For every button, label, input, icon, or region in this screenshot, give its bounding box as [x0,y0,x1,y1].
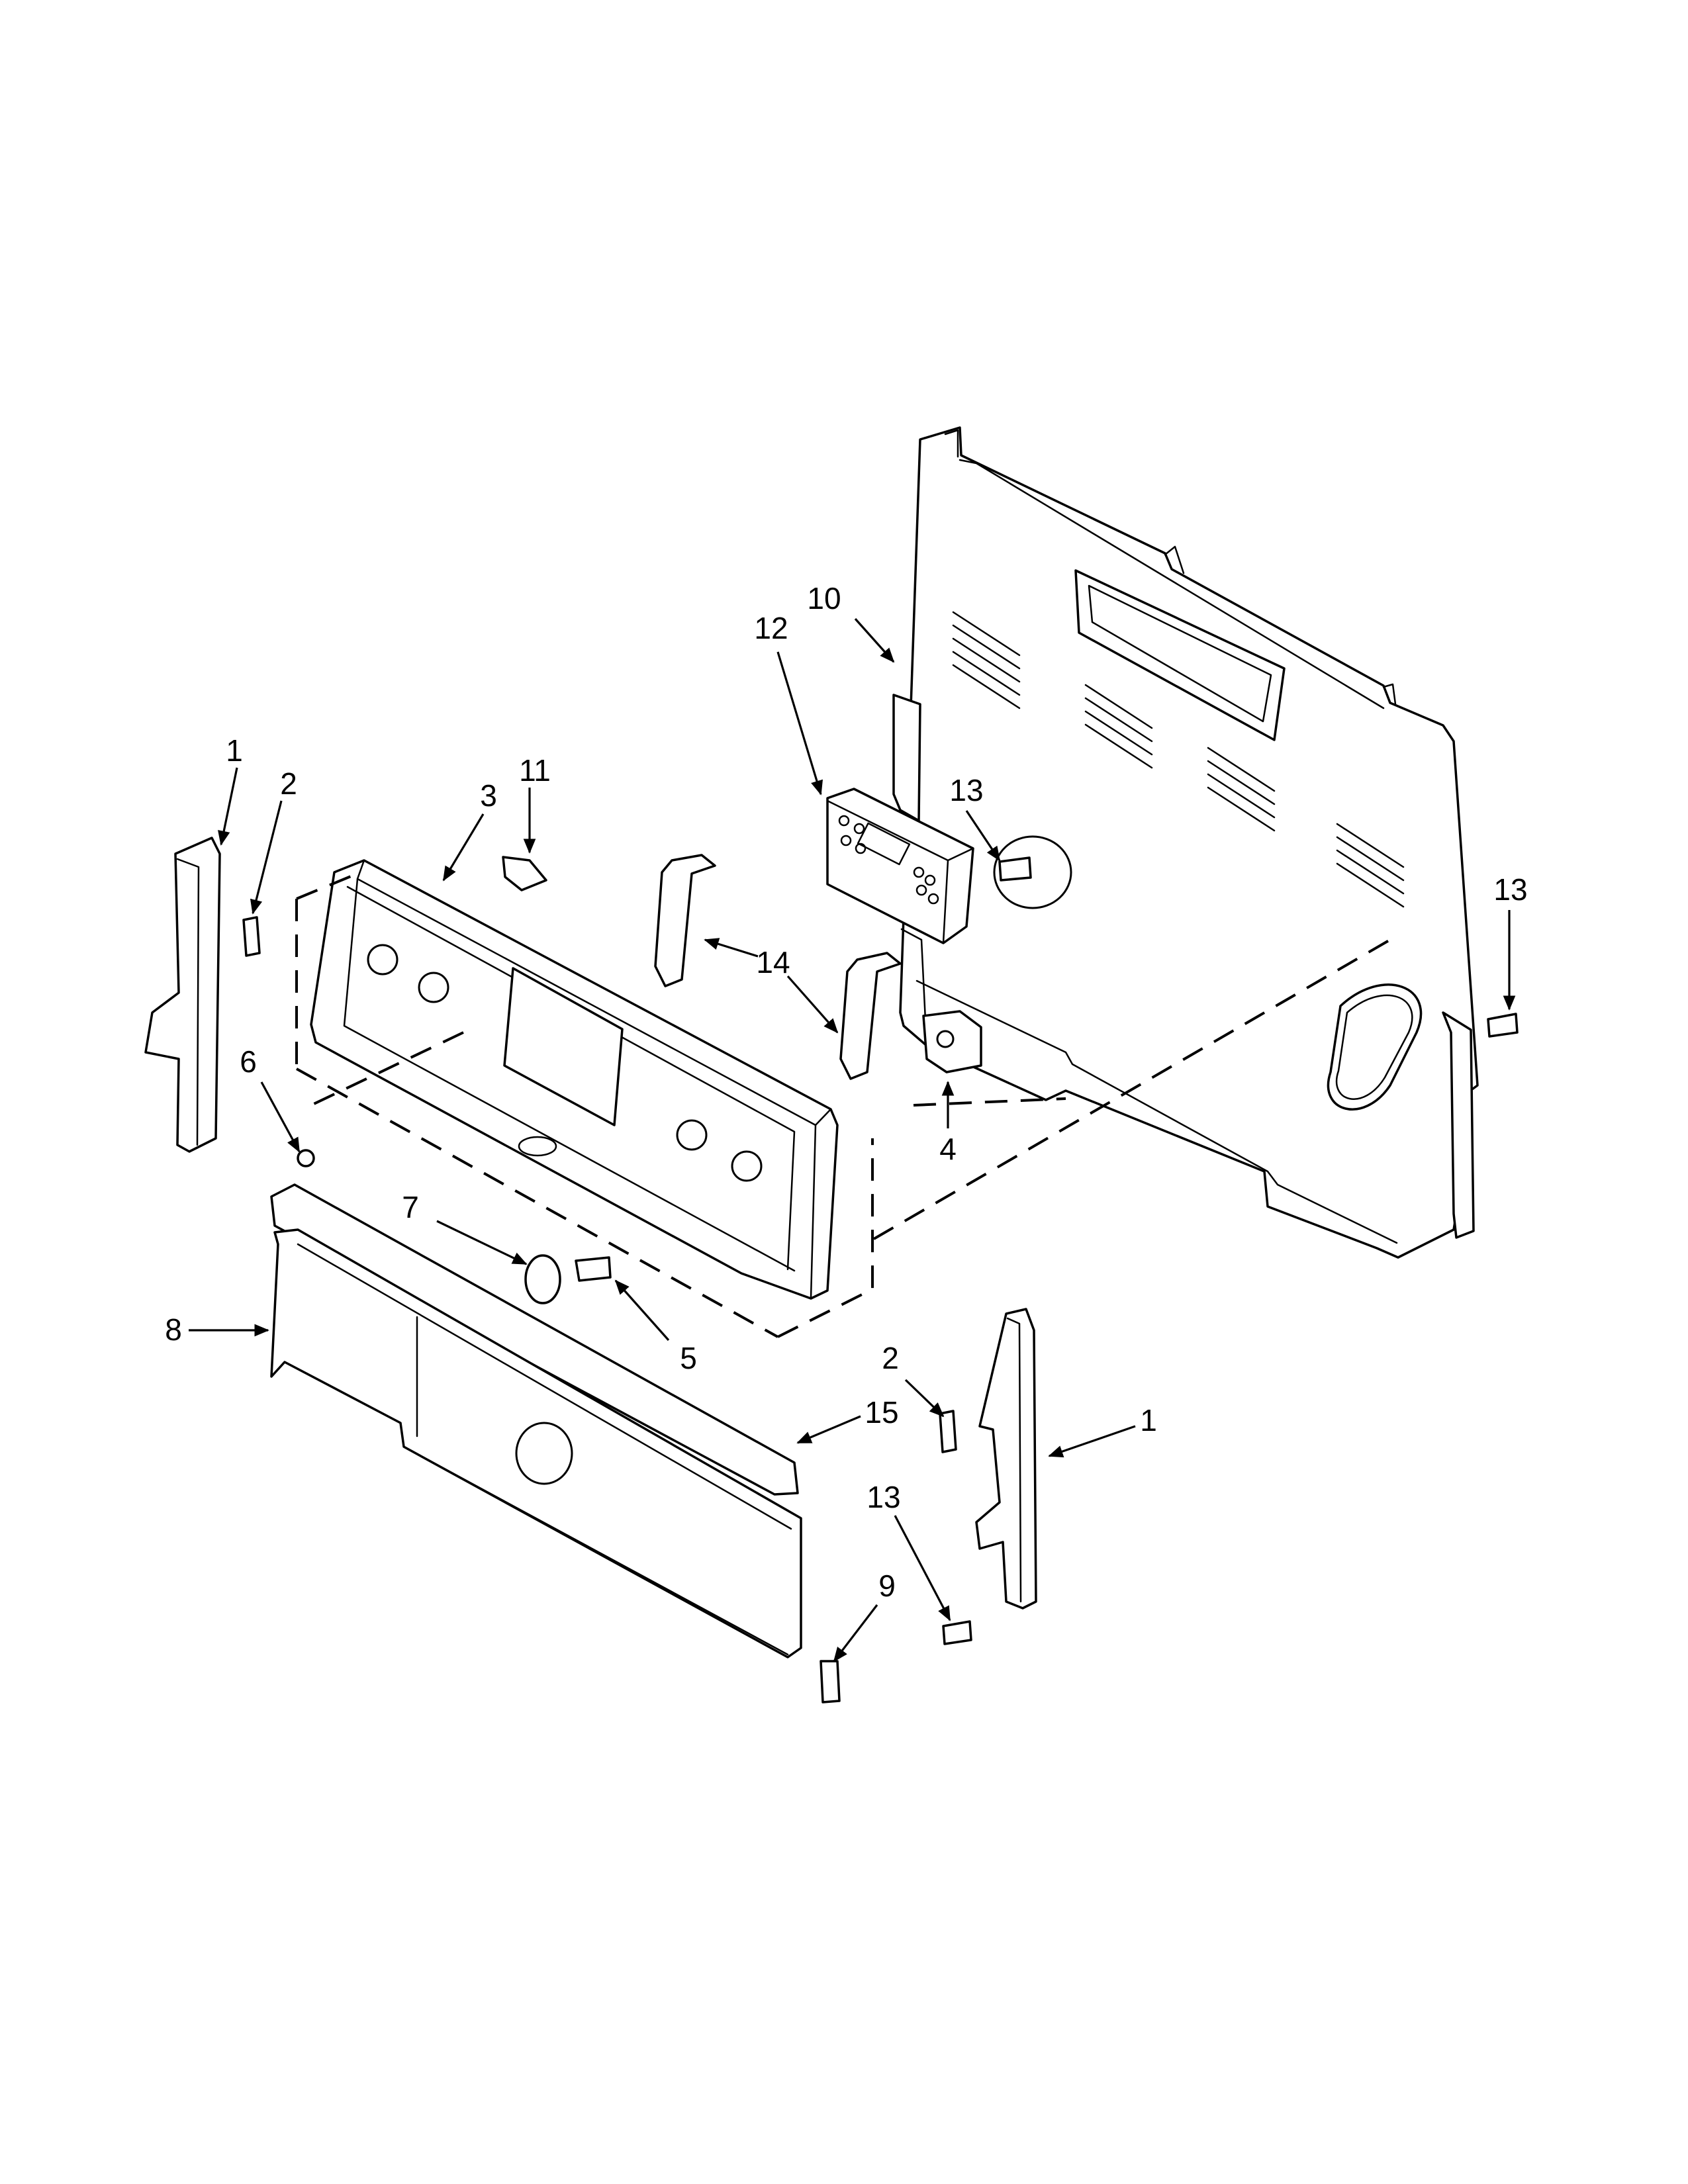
callout-13-bottom: 13 [867,1480,900,1514]
callout-12: 12 [754,611,788,645]
spacer-11 [502,856,547,891]
screw-9 [820,1660,841,1704]
callout-3: 3 [480,778,497,813]
manifold-panel [270,1183,802,1659]
callout-11: 11 [519,753,551,788]
knob-7 [524,1254,561,1304]
control-panel [310,859,839,1300]
callout-6: 6 [240,1044,257,1079]
callout-labels: 1 2 3 11 12 10 13 13 14 6 4 7 5 8 2 15 1… [165,581,1527,1603]
retainer-14-upper [654,854,716,987]
callout-2-right: 2 [882,1341,899,1375]
control-board [826,788,974,944]
screw-5 [575,1256,612,1282]
callout-14: 14 [756,945,790,979]
callout-15: 15 [865,1395,898,1430]
callout-5: 5 [680,1341,697,1375]
callout-1-left: 1 [226,733,243,768]
callout-8: 8 [165,1312,182,1347]
clip-2-right [939,1410,957,1453]
side-bracket-right [975,1308,1037,1610]
retainer-14-lower [839,952,902,1080]
callout-2-left: 2 [280,766,297,801]
side-bracket-left [144,837,221,1153]
screw-13-bottom [942,1620,972,1645]
assembly-dash-lines [295,872,1391,1338]
leader-lines [189,617,1516,1662]
callout-10: 10 [807,581,841,615]
callout-4: 4 [939,1132,957,1166]
screw-6 [297,1149,315,1167]
rear-panel [892,426,1479,1259]
screw-13-board [998,856,1032,882]
clip-2-left [242,916,261,957]
callout-7: 7 [402,1190,419,1224]
screw-13-right [1487,1013,1519,1038]
callout-9: 9 [878,1569,896,1603]
switch-4 [922,1010,982,1073]
callout-13-board: 13 [949,773,983,807]
callout-1-right: 1 [1140,1403,1157,1437]
callout-13-right: 13 [1493,872,1527,907]
